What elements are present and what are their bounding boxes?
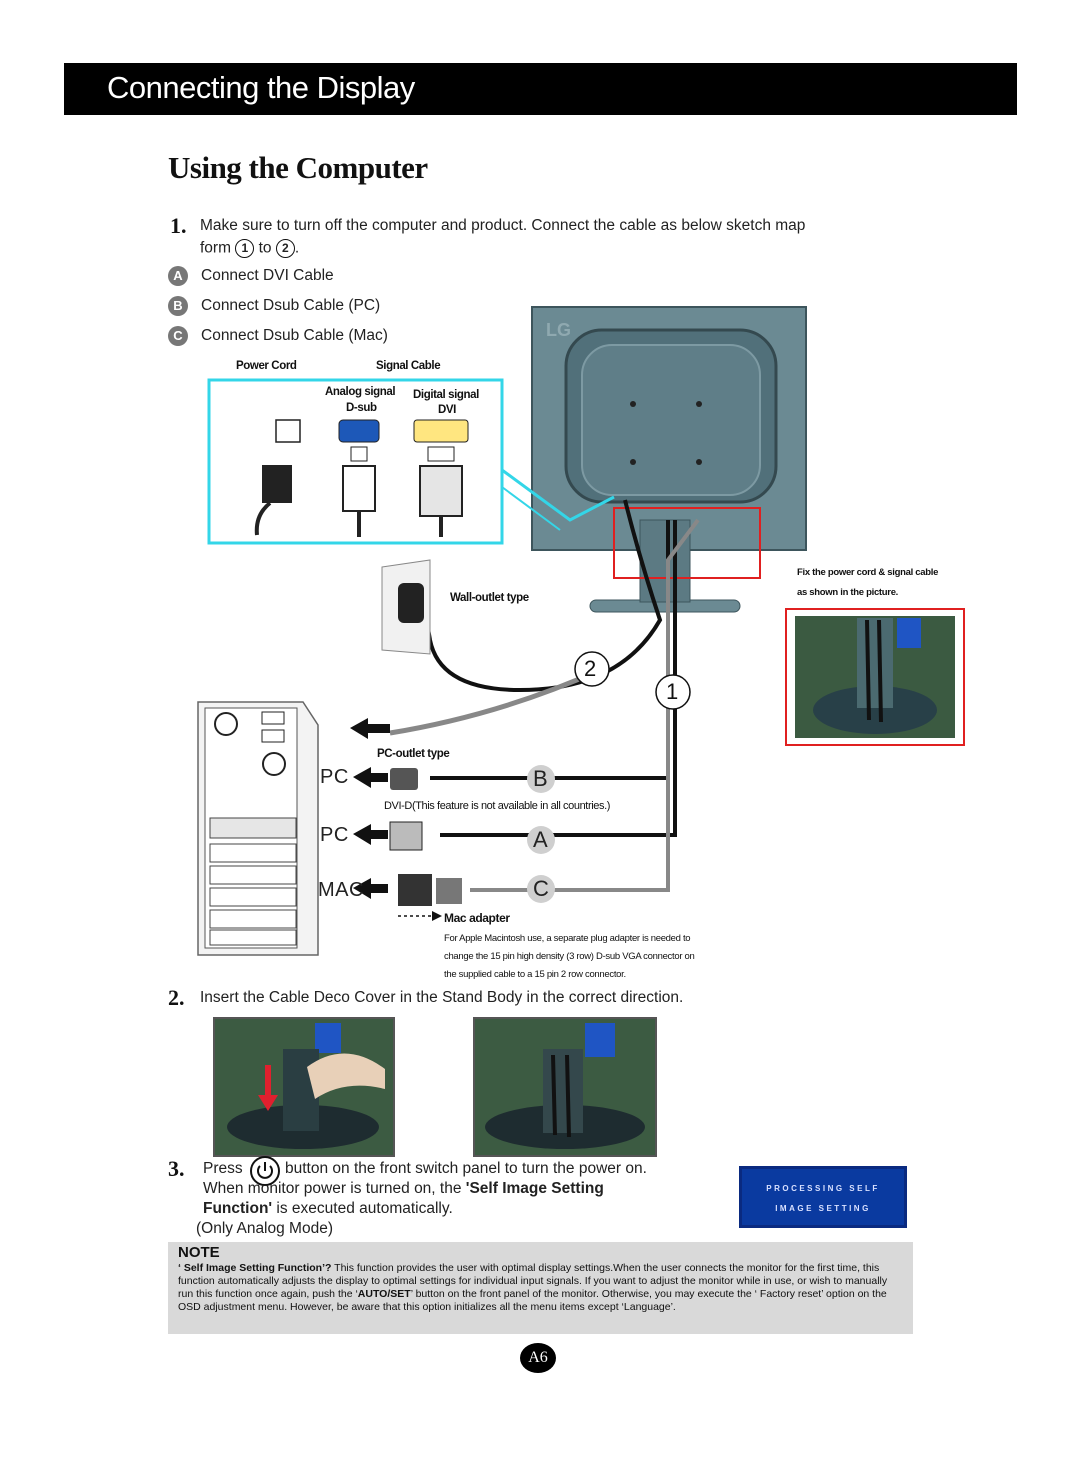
circled-label-1: 1	[666, 679, 679, 704]
circled-number-1: 1	[235, 239, 255, 258]
power-symbol-icon	[257, 1162, 273, 1179]
note-text-2: ’ button on the front panel of the monit…	[178, 1288, 887, 1313]
cable-fix-region-highlight	[613, 507, 761, 579]
badge-b: B	[168, 296, 188, 316]
dvi-label: DVI	[438, 404, 456, 416]
form-word: form	[200, 239, 231, 257]
step-3-text-2b: 'Self Image Setting	[465, 1180, 604, 1197]
step-3-text-1: button on the front switch panel to turn…	[285, 1160, 647, 1177]
deco-cover-photo-1-image	[227, 1023, 385, 1149]
to-word: to	[258, 239, 272, 257]
lg-logo: LG	[546, 320, 571, 340]
step-2-text: Insert the Cable Deco Cover in the Stand…	[200, 989, 684, 1006]
section-title: Using the Computer	[168, 150, 428, 185]
mac-adapter-label: Mac adapter	[444, 911, 510, 925]
dsub-plug-c-icon	[436, 878, 462, 904]
note-box	[168, 1242, 913, 1334]
step-3-text-4: (Only Analog Mode)	[196, 1220, 333, 1237]
dsub-plug-b-icon	[390, 768, 418, 790]
wall-outlet-label: Wall-outlet type	[450, 592, 529, 604]
step-1-number: 1.	[170, 213, 187, 238]
step-3-press: Press	[203, 1160, 243, 1177]
step-3-text-3: Function' is executed automatically.	[203, 1200, 453, 1218]
connect-dsub-pc-label: Connect Dsub Cable (PC)	[201, 297, 381, 314]
mac-adapter-icon	[398, 874, 432, 906]
dvi-availability-note: DVI-D(This feature is not available in a…	[384, 800, 611, 812]
pc-tower-illustration	[197, 701, 319, 956]
connector-letter-c: C	[533, 876, 549, 901]
deco-cover-photo-2-image	[485, 1023, 645, 1149]
step-3-text-2a: When monitor power is turned on, the	[203, 1180, 466, 1197]
note-bold-term: ‘ Self Image Setting Function’?	[178, 1262, 332, 1274]
cable-fix-photo	[785, 608, 965, 746]
note-text-1: This function provides the user with opt…	[178, 1262, 888, 1300]
analog-signal-label: Analog signal	[325, 386, 396, 398]
note-text: ‘ Self Image Setting Function’? This fun…	[178, 1262, 903, 1314]
dvi-connector-icon	[413, 419, 469, 537]
mac-note-line-3: the supplied cable to a 15 pin 2 row con…	[444, 969, 626, 980]
step-1-text-line2: form 1 to 2.	[200, 239, 299, 258]
cables	[389, 499, 700, 892]
note-title: NOTE	[178, 1244, 220, 1261]
digital-signal-label: Digital signal	[413, 389, 479, 401]
badge-a: A	[168, 266, 188, 286]
dvi-plug-a-icon	[389, 821, 423, 851]
note-bold-button: AUTO/SET	[357, 1288, 411, 1300]
page-number: A6	[520, 1343, 556, 1373]
step-3-text-2: When monitor power is turned on, the 'Se…	[203, 1180, 604, 1198]
fix-note-line-2: as shown in the picture.	[797, 587, 899, 598]
fix-note-line-1: Fix the power cord & signal cable	[797, 567, 939, 578]
osd-line-2: IMAGE SETTING	[775, 1204, 871, 1213]
deco-cover-photo-2	[473, 1017, 657, 1157]
power-button-icon	[250, 1156, 280, 1186]
period: .	[294, 239, 300, 257]
badge-c: C	[168, 326, 188, 346]
power-cord-icon	[254, 419, 301, 536]
wall-outlet-icon	[381, 559, 431, 655]
circled-label-2: 2	[584, 656, 597, 681]
page-header-title: Connecting the Display	[107, 70, 415, 105]
connector-letter-b: B	[533, 766, 548, 791]
pc-label-b: PC	[320, 766, 349, 788]
step-2-number: 2.	[168, 985, 185, 1010]
connect-dsub-mac-label: Connect Dsub Cable (Mac)	[201, 327, 388, 344]
mac-note-line-1: For Apple Macintosh use, a separate plug…	[444, 933, 691, 944]
osd-message-box: PROCESSING SELF IMAGE SETTING	[739, 1166, 907, 1228]
pc-label-a: PC	[320, 824, 349, 846]
deco-cover-photo-1	[213, 1017, 395, 1157]
cable-fix-photo-image	[795, 616, 955, 738]
mac-note-line-2: change the 15 pin high density (3 row) D…	[444, 951, 695, 962]
header-bar	[64, 63, 1017, 115]
step-3-text-3b: is executed automatically.	[272, 1200, 453, 1217]
step-1-text: Make sure to turn off the computer and p…	[200, 217, 806, 234]
step-3-text-3a: Function'	[203, 1200, 273, 1217]
signal-cable-label: Signal Cable	[376, 360, 441, 372]
circled-number-2: 2	[275, 239, 295, 258]
connect-dvi-label: Connect DVI Cable	[201, 267, 334, 284]
step-3-number: 3.	[168, 1156, 185, 1181]
power-cord-label: Power Cord	[236, 360, 297, 372]
dsub-connector-icon	[338, 419, 380, 537]
connection-arrows	[350, 718, 390, 899]
dsub-label: D-sub	[346, 402, 377, 414]
connector-letter-a: A	[533, 827, 548, 852]
osd-line-1: PROCESSING SELF	[766, 1184, 880, 1193]
pc-outlet-label: PC-outlet type	[377, 748, 450, 760]
mac-label: MAC	[318, 879, 364, 901]
